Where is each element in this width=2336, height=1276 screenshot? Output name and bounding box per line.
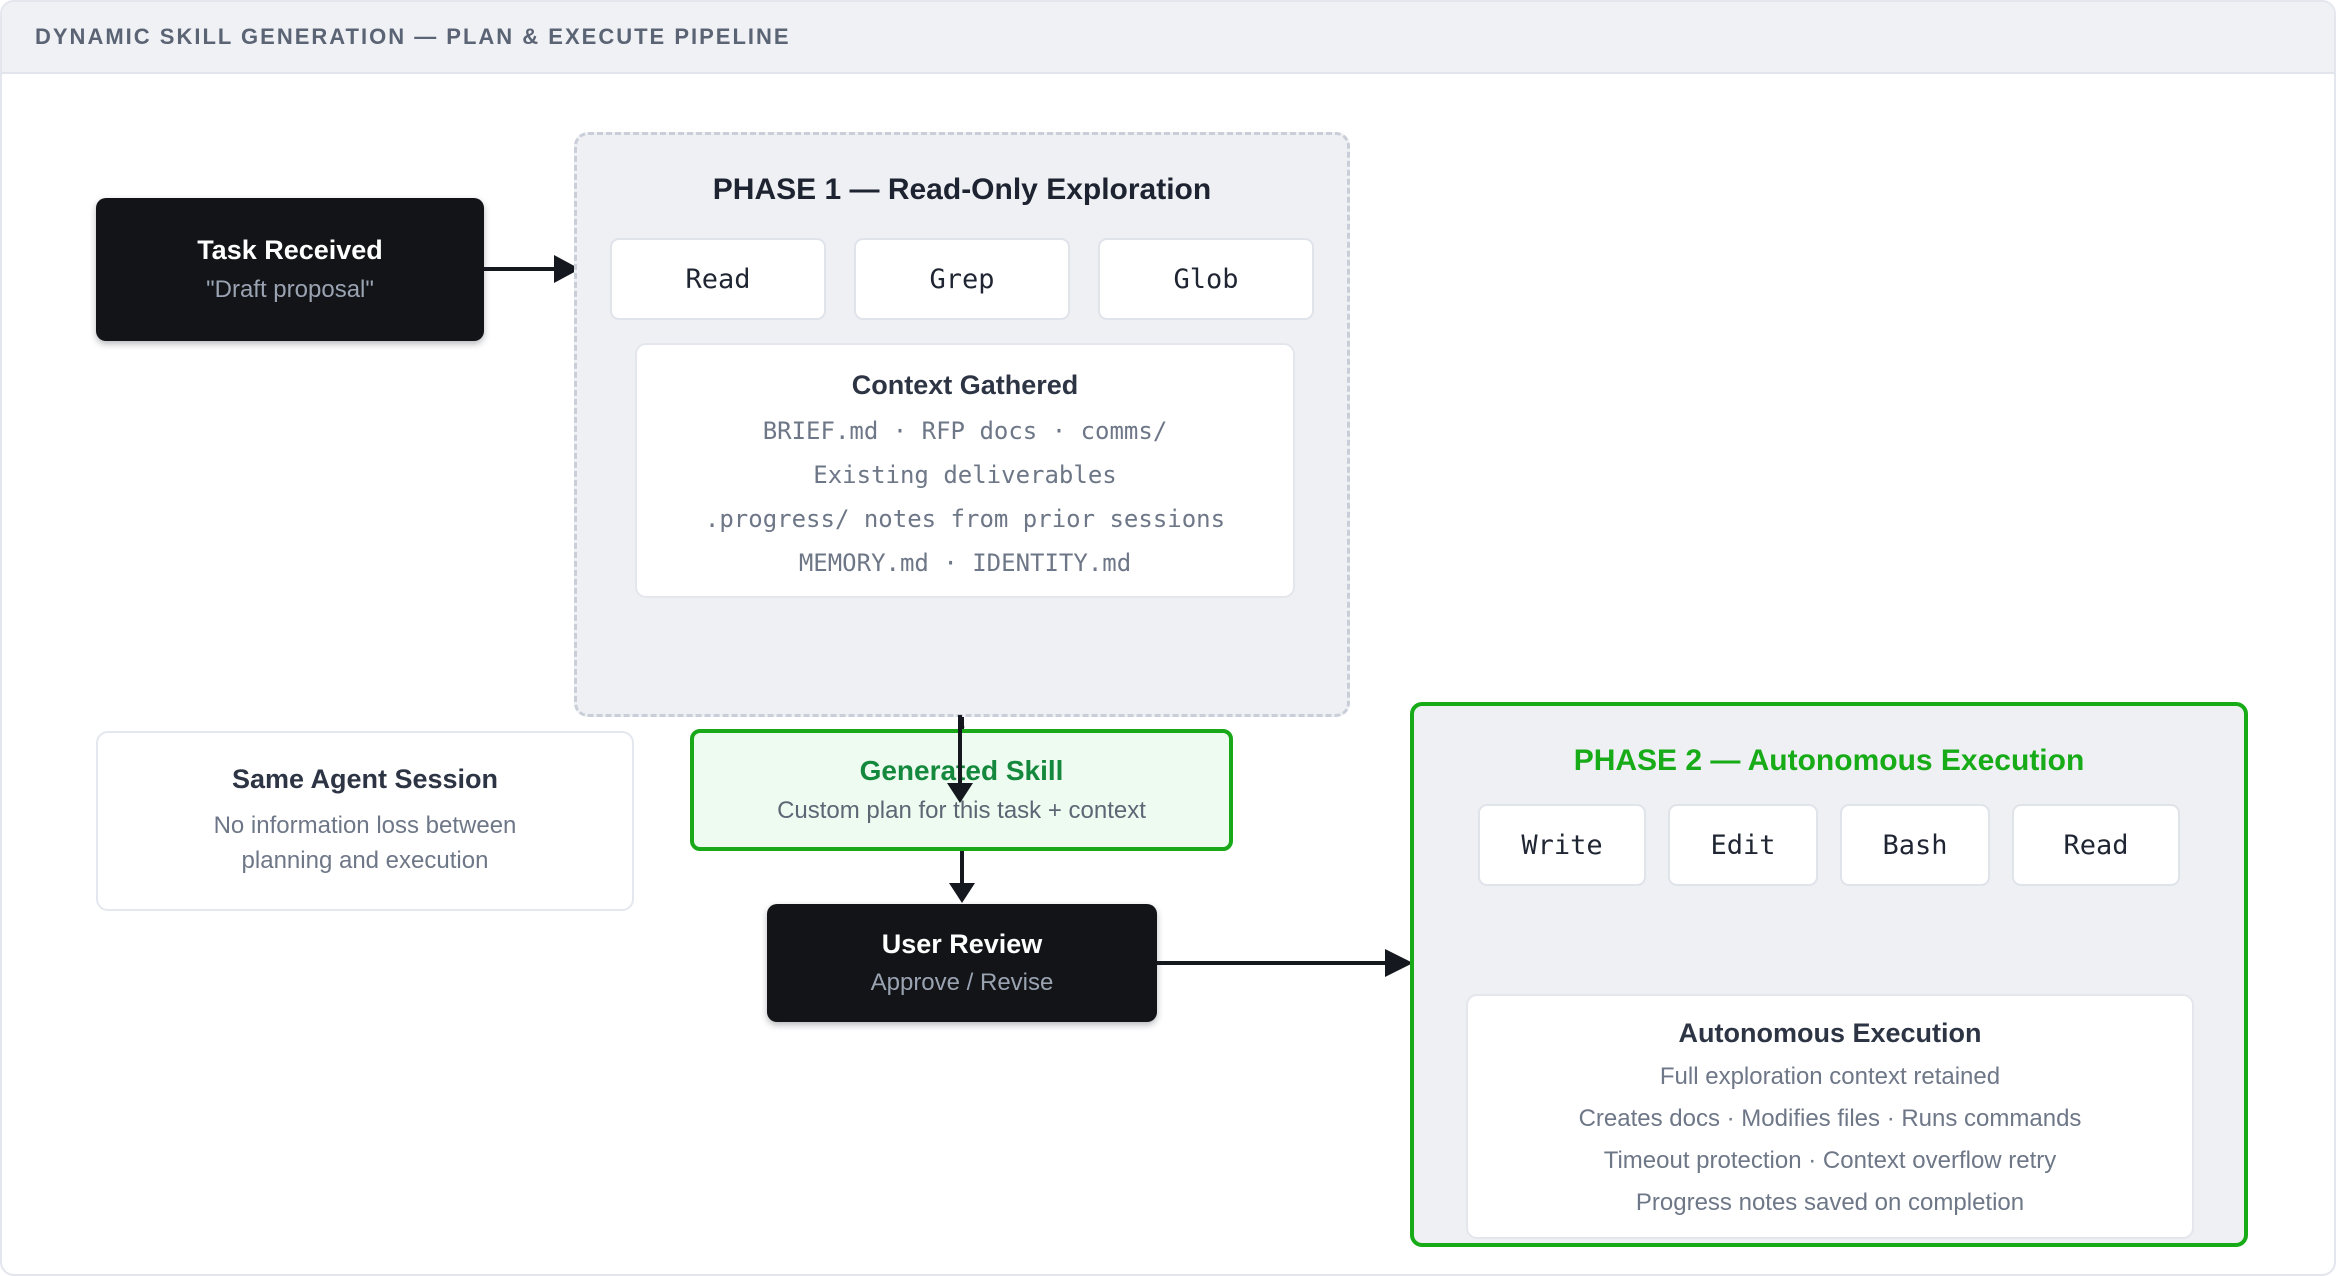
- tool-chip-read-phase2[interactable]: Read: [2012, 804, 2180, 886]
- tool-chip-read[interactable]: Read: [610, 238, 826, 320]
- phase1-panel: PHASE 1 — Read-Only Exploration Read Gre…: [574, 132, 1350, 717]
- autonomous-execution-title: Autonomous Execution: [1678, 1018, 1982, 1048]
- arrow-user-review-to-phase2: [1157, 949, 1413, 977]
- phase1-title: PHASE 1 — Read-Only Exploration: [712, 173, 1212, 206]
- task-received-subtitle: "Draft proposal": [206, 275, 374, 303]
- exec-line-1: Full exploration context retained: [1659, 1063, 2001, 1090]
- context-line-1: BRIEF.md · RFP docs · comms/: [762, 417, 1168, 445]
- exec-line-3: Timeout protection · Context overflow re…: [1603, 1147, 2057, 1174]
- arrow-phase1-generated-skill-visible: [947, 715, 973, 803]
- exec-line-4: Progress notes saved on completion: [1635, 1189, 2025, 1216]
- tool-chip-edit[interactable]: Edit: [1668, 804, 1818, 886]
- phase1-tool-list: Read Grep Glob: [577, 238, 1347, 320]
- tool-chip-glob[interactable]: Glob: [1098, 238, 1314, 320]
- same-agent-session-subtitle-line2: planning and execution: [241, 846, 489, 874]
- header-bar: DYNAMIC SKILL GENERATION — PLAN & EXECUT…: [2, 2, 2334, 74]
- phase2-panel: PHASE 2 — Autonomous Execution Write Edi…: [1410, 702, 2248, 1247]
- phase2-title: PHASE 2 — Autonomous Execution: [1573, 744, 2085, 777]
- task-received-title: Task Received: [197, 235, 383, 266]
- context-gathered-title: Context Gathered: [851, 370, 1079, 400]
- exec-line-2: Creates docs · Modifies files · Runs com…: [1578, 1105, 2082, 1132]
- autonomous-execution-card: Autonomous Execution Full exploration co…: [1466, 994, 2194, 1239]
- diagram-canvas: Task Received "Draft proposal" PHASE 1 —…: [2, 74, 2334, 1274]
- user-review-title: User Review: [881, 928, 1043, 959]
- same-agent-session-subtitle: No information loss between planning and…: [214, 809, 517, 877]
- context-line-3: .progress/ notes from prior sessions: [704, 505, 1226, 533]
- phase2-tool-list: Write Edit Bash Read: [1414, 804, 2244, 886]
- node-user-review[interactable]: User Review Approve / Revise: [767, 904, 1157, 1022]
- user-review-subtitle: Approve / Revise: [870, 969, 1054, 997]
- node-task-received[interactable]: Task Received "Draft proposal": [96, 198, 484, 341]
- tool-chip-write[interactable]: Write: [1478, 804, 1646, 886]
- generated-skill-subtitle: Custom plan for this task + context: [777, 797, 1146, 824]
- context-gathered-card: Context Gathered BRIEF.md · RFP docs · c…: [635, 343, 1295, 598]
- arrow-task-to-phase1: [484, 255, 580, 283]
- same-agent-session-subtitle-line1: No information loss between: [213, 812, 517, 840]
- tool-chip-bash[interactable]: Bash: [1840, 804, 1990, 886]
- tool-chip-grep[interactable]: Grep: [854, 238, 1070, 320]
- context-line-2: Existing deliverables: [813, 461, 1117, 489]
- page-title: DYNAMIC SKILL GENERATION — PLAN & EXECUT…: [35, 24, 791, 49]
- same-agent-session-title: Same Agent Session: [231, 764, 499, 795]
- context-line-4: MEMORY.md · IDENTITY.md: [798, 549, 1132, 577]
- card-same-agent-session: Same Agent Session No information loss b…: [96, 731, 634, 911]
- arrow-skill-to-user-review: [949, 851, 975, 903]
